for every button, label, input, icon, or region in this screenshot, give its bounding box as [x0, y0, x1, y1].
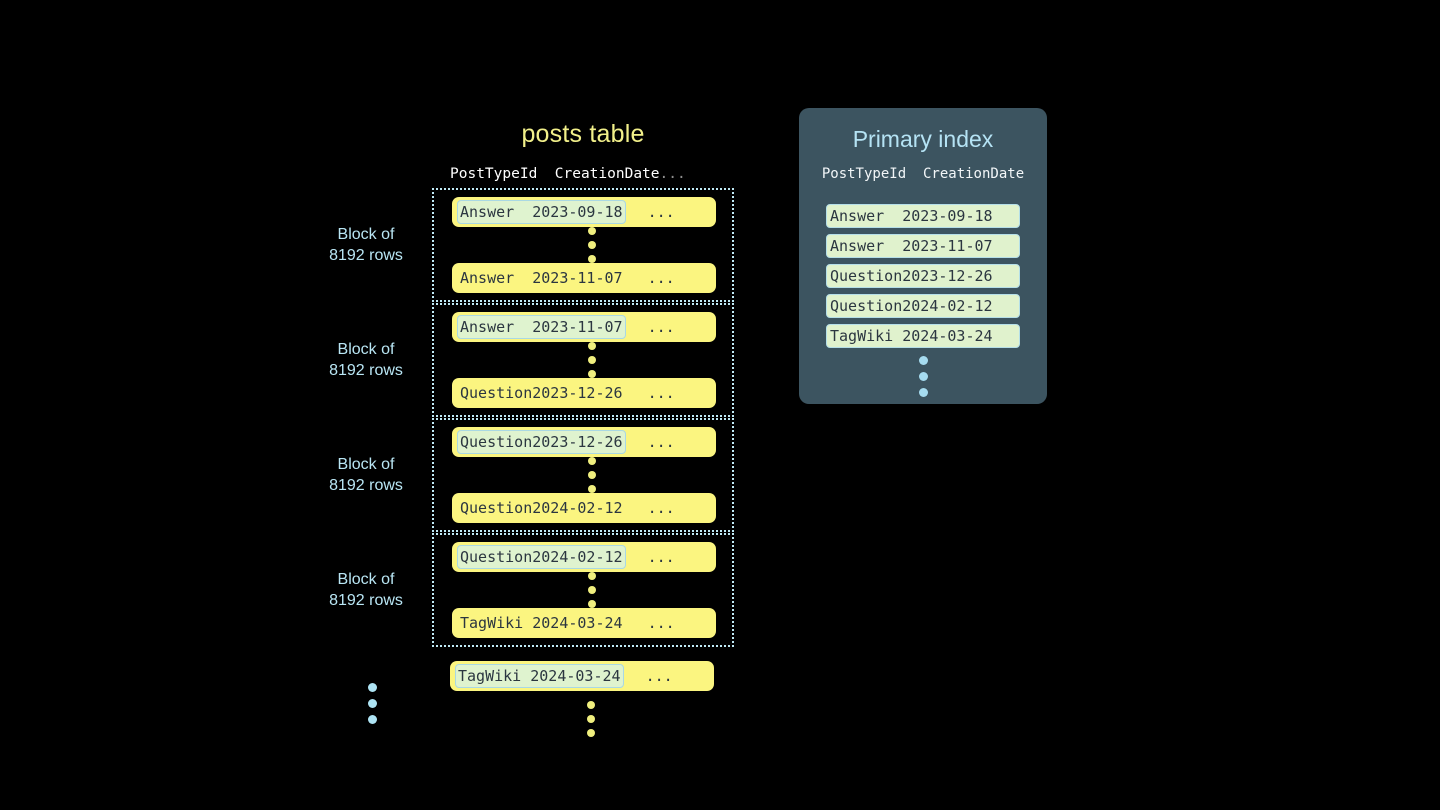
primary-index-entry-list: Answer 2023-09-18 Answer 2023-11-07 Ques… — [826, 204, 1020, 348]
cell-creationdate: 2023-11-07 — [532, 269, 623, 287]
cell-creationdate: 2024-02-12 — [902, 297, 993, 315]
cell-posttypeid: Question — [830, 297, 903, 315]
list-item: Question 2024-02-12 — [826, 294, 1020, 318]
cell-more: ... — [647, 384, 675, 402]
cell-more: ... — [647, 548, 675, 566]
row-ellipsis-icon — [434, 572, 732, 608]
table-row: Question 2023-12-26 ... — [452, 427, 716, 457]
row-cell-group: TagWiki 2024-03-24 — [457, 611, 626, 635]
cell-creationdate: 2023-12-26 — [902, 267, 993, 285]
block-label: Block of 8192 rows — [329, 341, 403, 379]
cell-posttypeid: Answer — [460, 318, 533, 336]
row-ellipsis-icon — [434, 457, 732, 493]
list-item: Answer 2023-09-18 — [826, 204, 1020, 228]
cell-posttypeid: TagWiki — [458, 667, 531, 685]
cell-creationdate: 2024-03-24 — [902, 327, 993, 345]
row-ellipsis-icon — [434, 227, 732, 263]
cell-creationdate: 2023-09-18 — [532, 203, 623, 221]
block-label: Block of 8192 rows — [329, 226, 403, 264]
primary-index-ellipsis-icon — [799, 356, 1047, 397]
cell-posttypeid: Answer — [460, 203, 533, 221]
table-row: TagWiki 2024-03-24 ... — [452, 608, 716, 638]
cell-creationdate: 2023-11-07 — [902, 237, 993, 255]
cell-posttypeid: Question — [460, 548, 533, 566]
cell-posttypeid: Answer — [830, 237, 903, 255]
list-item: Question 2023-12-26 — [826, 264, 1020, 288]
primary-index-title: Primary index — [852, 126, 994, 152]
cell-posttypeid: TagWiki — [830, 327, 903, 345]
cell-creationdate: 2023-12-26 — [532, 433, 623, 451]
list-item: Answer 2023-11-07 — [826, 234, 1020, 258]
table-ellipsis-icon — [450, 701, 714, 737]
row-highlight-group: Question 2024-02-12 — [457, 545, 626, 569]
row-cell-group: Question 2024-02-12 — [457, 496, 626, 520]
cell-posttypeid: Question — [460, 384, 533, 402]
primary-index-panel: Primary index PostTypeId CreationDate An… — [799, 108, 1047, 404]
cell-creationdate: 2024-03-24 — [532, 614, 623, 632]
primary-index-column-headers: PostTypeId CreationDate — [821, 166, 1025, 182]
cell-posttypeid: Answer — [460, 269, 533, 287]
cell-posttypeid: Question — [830, 267, 903, 285]
row-highlight-group: Question 2023-12-26 — [457, 430, 626, 454]
row-cell-group: Answer 2023-11-07 — [457, 266, 626, 290]
table-row: Answer 2023-11-07 ... — [452, 263, 716, 293]
cell-posttypeid: Answer — [830, 207, 903, 225]
cell-creationdate: 2023-11-07 — [532, 318, 623, 336]
list-item: TagWiki 2024-03-24 — [826, 324, 1020, 348]
table-row-trailing: TagWiki 2024-03-24 ... — [450, 661, 714, 691]
posts-table-column-headers: PostTypeId CreationDate... — [450, 166, 734, 182]
cell-creationdate: 2023-12-26 — [532, 384, 623, 402]
cell-more: ... — [647, 614, 675, 632]
column-header-more: ... — [659, 166, 686, 182]
table-block: Block of 8192 rows Answer 2023-09-18 ...… — [329, 188, 734, 302]
row-ellipsis-icon — [434, 342, 732, 378]
table-row: Answer 2023-09-18 ... — [452, 197, 716, 227]
block-label: Block of 8192 rows — [329, 571, 403, 609]
cell-posttypeid: Question — [460, 499, 533, 517]
cell-posttypeid: Question — [460, 433, 533, 451]
cell-more: ... — [645, 667, 673, 685]
cell-more: ... — [647, 203, 675, 221]
cell-creationdate: 2023-09-18 — [902, 207, 993, 225]
cell-creationdate: 2024-03-24 — [530, 667, 621, 685]
cell-more: ... — [647, 499, 675, 517]
block-label: Block of 8192 rows — [329, 456, 403, 494]
row-highlight-group: TagWiki 2024-03-24 — [455, 664, 624, 688]
table-row: Question 2024-02-12 ... — [452, 542, 716, 572]
column-header-posttypeid: PostTypeId CreationDate — [450, 166, 660, 182]
block-list: Block of 8192 rows Answer 2023-09-18 ...… — [329, 188, 734, 648]
page-title: posts table — [521, 120, 645, 148]
cell-creationdate: 2024-02-12 — [532, 548, 623, 566]
cell-more: ... — [647, 318, 675, 336]
cell-more: ... — [647, 269, 675, 287]
row-highlight-group: Answer 2023-11-07 — [457, 315, 626, 339]
table-block: Block of 8192 rows Answer 2023-11-07 ...… — [329, 303, 734, 417]
cell-posttypeid: TagWiki — [460, 614, 533, 632]
table-block: Block of 8192 rows Question 2024-02-12 .… — [329, 533, 734, 647]
block-ellipsis-icon — [368, 683, 377, 724]
table-row: Question 2023-12-26 ... — [452, 378, 716, 408]
table-row: Question 2024-02-12 ... — [452, 493, 716, 523]
row-highlight-group: Answer 2023-09-18 — [457, 200, 626, 224]
cell-more: ... — [647, 433, 675, 451]
row-cell-group: Question 2023-12-26 — [457, 381, 626, 405]
table-row: Answer 2023-11-07 ... — [452, 312, 716, 342]
cell-creationdate: 2024-02-12 — [532, 499, 623, 517]
table-block: Block of 8192 rows Question 2023-12-26 .… — [329, 418, 734, 532]
